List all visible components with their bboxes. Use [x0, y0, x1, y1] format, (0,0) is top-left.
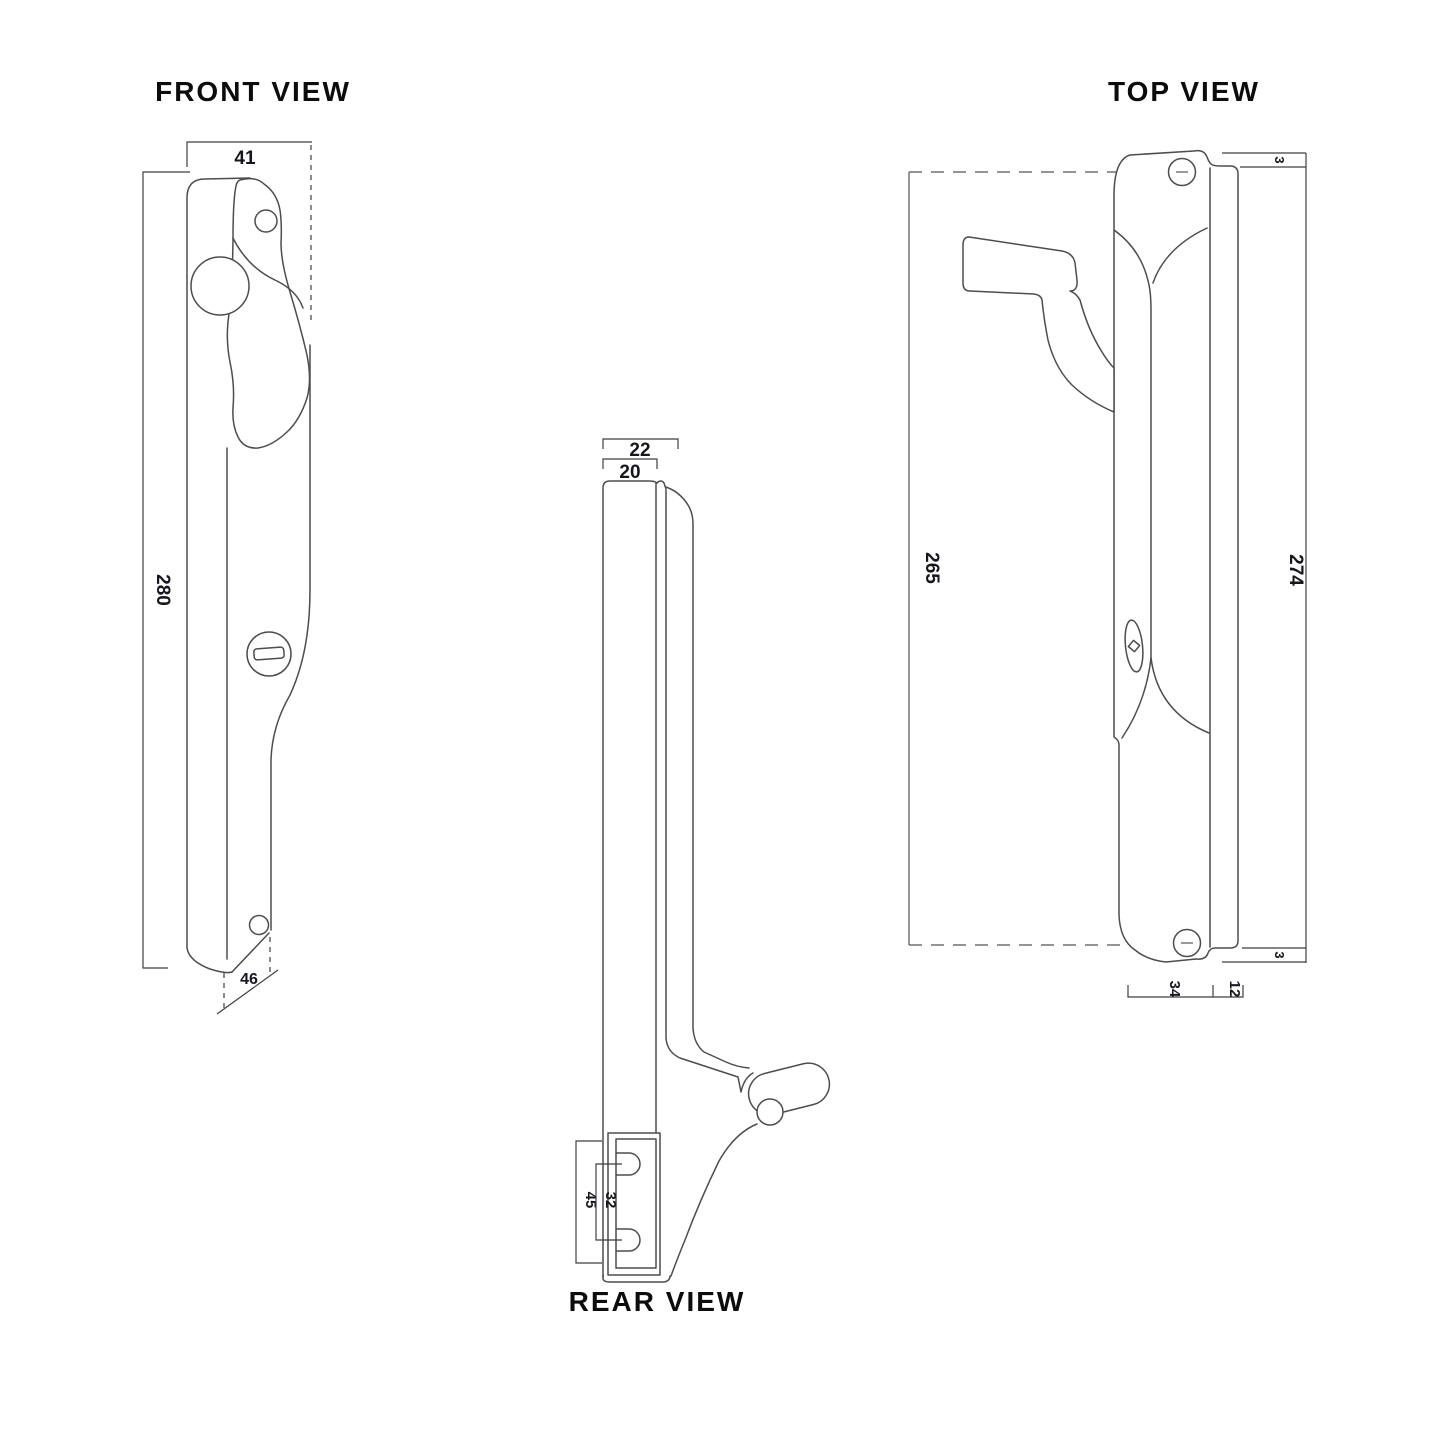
front-chamfer-edge [231, 932, 270, 973]
rear-view-drawing: 22 20 45 [575, 438, 831, 1283]
top-view-title: TOP VIEW [1108, 76, 1260, 107]
rear-knob-screw-hole [756, 1098, 784, 1126]
top-lever-arm [962, 236, 1115, 413]
rear-slot-bottom [615, 1228, 641, 1252]
rear-dim-slot-inner: 32 [595, 1163, 622, 1241]
top-dim-frame-length-label: 265 [921, 552, 942, 584]
top-dim-body-depth-label: 34 [1166, 981, 1183, 998]
front-dim-chamfer: 46 [216, 937, 279, 1015]
front-dim-height: 280 [142, 171, 190, 969]
top-dim-gap-top: 3 [1222, 152, 1307, 963]
rear-handle-knob [747, 1062, 831, 1126]
front-keyhole-slot [253, 646, 285, 661]
top-view-drawing: 265 3 [908, 149, 1307, 998]
front-handle-knob [190, 256, 250, 316]
top-screw-hole-top [1167, 157, 1197, 187]
rear-view-title: REAR VIEW [569, 1286, 746, 1317]
front-dim-chamfer-label: 46 [240, 971, 258, 988]
rear-slot-top [615, 1152, 641, 1176]
front-dim-width-label: 41 [234, 148, 256, 169]
top-frame-outline [908, 171, 1172, 946]
top-screw-hole-bottom [1172, 928, 1202, 958]
front-pivot-screw-hole [254, 209, 278, 233]
top-dim-gap-top-label: 3 [1272, 156, 1287, 163]
rear-dim-depth-outer: 22 [602, 438, 679, 461]
rear-dim-slot-outer: 45 [575, 1140, 602, 1264]
rear-mounting-block [607, 1132, 661, 1276]
rear-dim-depth-outer-label: 22 [629, 440, 650, 461]
front-view-title: FRONT VIEW [155, 76, 351, 107]
rear-body-profile [602, 480, 758, 1283]
rear-dim-depth-inner: 20 [602, 458, 658, 483]
top-body-curves [1113, 227, 1210, 739]
front-dim-height-label: 280 [152, 574, 173, 606]
top-dim-depths: 34 12 [1127, 981, 1244, 998]
rear-dim-depth-inner-label: 20 [619, 462, 640, 483]
front-dim-width: 41 [186, 141, 312, 325]
top-keyhole [1124, 619, 1144, 673]
rear-dim-slot-inner-label: 32 [602, 1192, 619, 1209]
top-dim-gap-bottom: 3 [1222, 947, 1306, 963]
rear-dim-slot-outer-label: 45 [582, 1192, 599, 1209]
top-dim-gap-bottom-label: 3 [1272, 951, 1287, 958]
front-bottom-screw-hole [248, 914, 270, 936]
front-backplate [186, 177, 311, 974]
front-keyhole [246, 631, 292, 677]
front-handle-neck-curve [232, 237, 304, 309]
top-keyhole-slot [1127, 639, 1141, 653]
top-dim-overall-label: 274 [1285, 554, 1306, 586]
top-body-outline [1113, 149, 1239, 963]
front-view-drawing: 41 280 46 [142, 141, 312, 1015]
top-dim-plate-depth-label: 12 [1226, 981, 1243, 998]
